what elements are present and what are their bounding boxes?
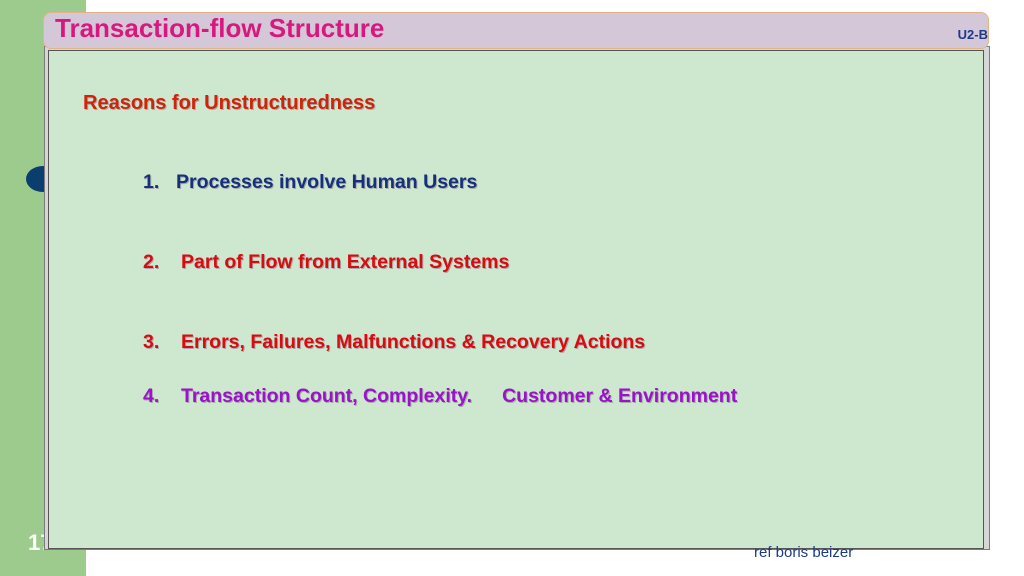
list-item-extra-text: Customer & Environment	[502, 385, 738, 407]
list-item-1: 1. Processes involve Human Users	[143, 171, 477, 194]
list-item-text: Transaction Count, Complexity.	[181, 385, 473, 407]
list-item-number: 4.	[143, 385, 160, 407]
section-heading: Reasons for Unstructuredness	[83, 92, 376, 114]
list-item-number: 3.	[143, 331, 160, 353]
list-item-2: 2. Part of Flow from External Systems	[143, 251, 509, 274]
list-item-text: Errors, Failures, Malfunctions & Recover…	[181, 331, 646, 353]
content-panel	[48, 50, 984, 549]
list-item-number: 1.	[143, 171, 160, 193]
list-item-4: 4. Transaction Count, Complexity. Customer…	[143, 385, 737, 408]
list-item-text: Part of Flow from External Systems	[181, 251, 510, 273]
footer-reference: ref boris beizer	[754, 544, 854, 561]
slide-title: Transaction-flow Structure	[55, 13, 385, 43]
list-item-3: 3. Errors, Failures, Malfunctions & Recov…	[143, 331, 645, 354]
list-item-number: 2.	[143, 251, 160, 273]
unit-code: U2-B	[957, 27, 988, 42]
list-item-text: Processes involve Human Users	[176, 171, 478, 193]
title-bar	[43, 12, 989, 49]
